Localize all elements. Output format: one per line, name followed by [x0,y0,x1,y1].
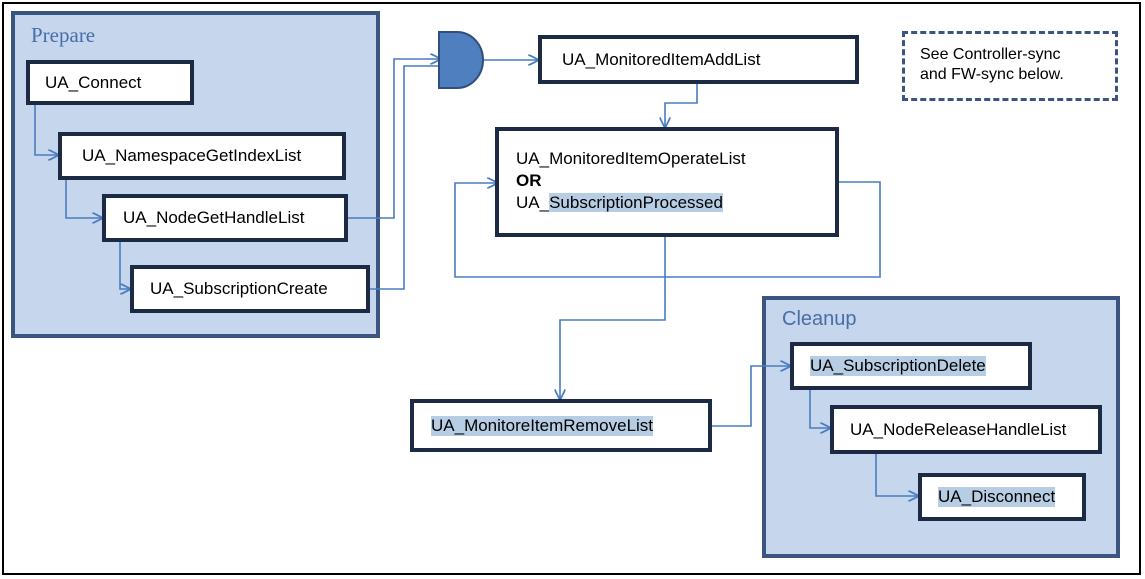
node-ua-subscription-delete-label: UA_SubscriptionDelete [810,356,986,376]
sync-note: See Controller-sync and FW-sync below. [902,31,1118,101]
node-ua-monitore-item-remove-list-label: UA_MonitoreItemRemoveList [431,415,654,436]
node-ua-namespace-get-index-list: UA_NamespaceGetIndexList [58,132,346,180]
sync-note-line1: See Controller-sync [920,46,1061,63]
node-ua-namespace-get-index-list-label: UA_NamespaceGetIndexList [82,146,302,165]
node-ua-disconnect: UA_Disconnect [918,473,1086,521]
node-ua-node-get-handle-list-label: UA_NodeGetHandleList [123,208,305,227]
edge-subscriptiondelete-to-noderelease [809,390,830,428]
node-ua-node-release-handle-list: UA_NodeReleaseHandleList [830,405,1102,454]
operate-or-label: OR [516,171,542,190]
node-ua-monitored-item-add-list-label: UA_MonitoredItemAddList [562,49,761,69]
edge-monitoreditemadd-to-operate [665,84,698,127]
node-ua-connect-label: UA_Connect [45,72,142,92]
edge-connect-to-namespace [34,105,58,155]
node-ua-connect: UA_Connect [26,60,194,105]
edge-nodegethandle-to-gate [348,59,440,219]
edge-noderelease-to-disconnect [875,454,918,496]
operate-list-text: UA_MonitoredItemOperateList OR UA_Subscr… [516,148,746,214]
edge-operate-to-remove [560,235,666,399]
subscription-processed-label: SubscriptionProcessed [549,193,723,212]
operate-list-line3: UA_SubscriptionProcessed [516,192,746,214]
node-ua-subscription-delete: UA_SubscriptionDelete [790,342,1032,390]
node-ua-disconnect-label: UA_Disconnect [938,487,1056,507]
node-ua-subscription-create-label: UA_SubscriptionCreate [150,279,328,298]
cleanup-group-title: Cleanup [782,308,857,330]
node-ua-monitore-item-remove-list: UA_MonitoreItemRemoveList [410,399,712,452]
operate-ua-prefix: UA_ [516,193,550,212]
sync-note-line2: and FW-sync below. [920,66,1064,83]
node-ua-monitored-item-add-list: UA_MonitoredItemAddList [538,35,859,84]
edge-namespace-to-nodegethandle [65,180,102,218]
node-ua-monitored-item-operate-list [495,127,839,237]
edge-operate-loop [454,182,881,278]
and-gate [438,31,484,89]
node-ua-node-get-handle-list: UA_NodeGetHandleList [102,194,348,242]
node-ua-subscription-create: UA_SubscriptionCreate [130,265,370,313]
node-ua-node-release-handle-list-label: UA_NodeReleaseHandleList [850,419,1067,439]
operate-list-line1: UA_MonitoredItemOperateList [516,149,746,168]
edge-nodegethandle-to-subscriptioncreate [119,242,130,289]
prepare-group-title: Prepare [31,23,96,47]
edge-remove-to-subscriptiondelete [712,366,790,427]
edge-subscriptioncreate-to-gate [370,65,440,290]
